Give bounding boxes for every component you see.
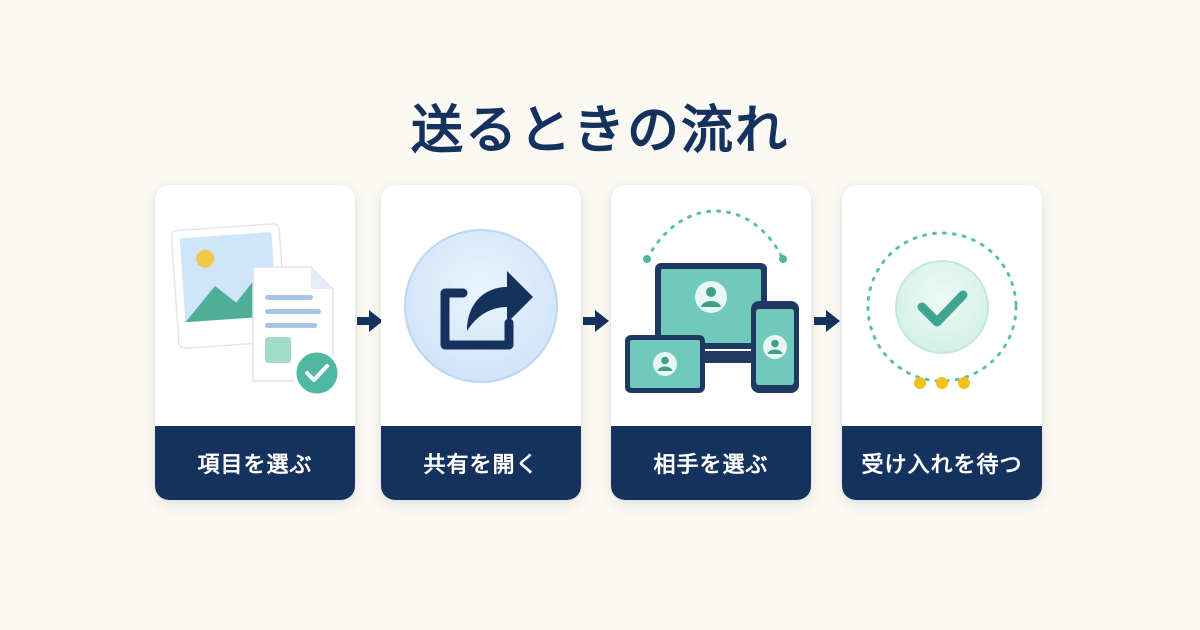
step-card-3: 相手を選ぶ [611,185,811,500]
arrow-right-icon [357,310,383,332]
devices-contacts-icon [625,209,799,393]
step-label-1: 項目を選ぶ [155,426,355,500]
step-label-3: 相手を選ぶ [611,426,811,500]
step-card-4: 受け入れを待つ [842,185,1042,500]
photo-and-document-icon [170,223,341,397]
step-card-2: 共有を開く [381,185,581,500]
page-title: 送るときの流れ [410,101,789,161]
step-label-4: 受け入れを待つ [842,426,1042,500]
share-icon [404,229,558,383]
arrow-right-icon [814,310,840,332]
step-card-1: 項目を選ぶ [155,185,355,500]
step-label-2: 共有を開く [381,426,581,500]
arrow-right-icon [583,310,609,332]
check-waiting-icon [866,231,1018,389]
